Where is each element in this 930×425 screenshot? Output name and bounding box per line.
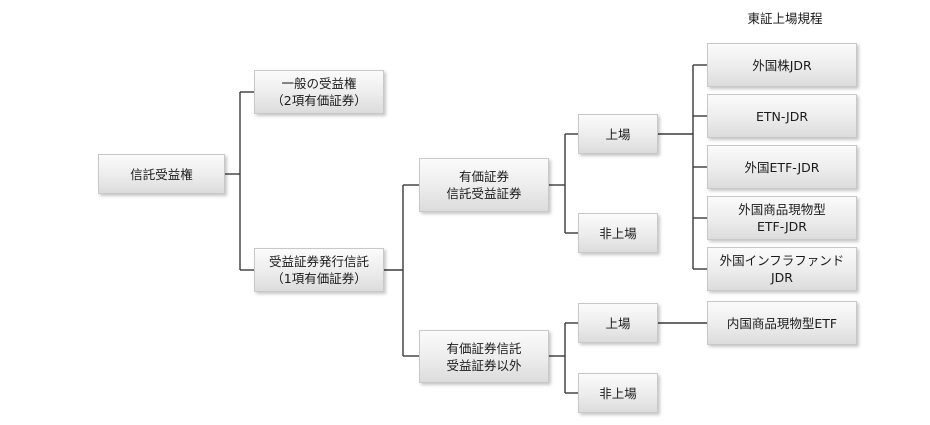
node-listed: 上場 bbox=[578, 114, 658, 154]
node-other-than-securities-trust: 有価証券信託 受益証券以外 bbox=[419, 330, 549, 383]
root-node-trust-beneficiary-rights: 信託受益権 bbox=[98, 154, 225, 194]
tse-listing-rules-header: 東証上場規程 bbox=[747, 11, 823, 26]
node-domestic-commodity-etf: 内国商品現物型ETF bbox=[707, 301, 857, 345]
node-foreign-etf-jdr: 外国ETF-JDR bbox=[707, 145, 857, 189]
node-listed: 上場 bbox=[578, 303, 658, 343]
node-unlisted: 非上場 bbox=[578, 213, 658, 253]
node-foreign-commodity-etf-jdr: 外国商品現物型 ETF-JDR bbox=[707, 196, 857, 240]
node-etn-jdr: ETN-JDR bbox=[707, 94, 857, 138]
node-foreign-infrastructure-fund-jdr: 外国インフラファンド JDR bbox=[707, 247, 857, 291]
node-foreign-stock-jdr: 外国株JDR bbox=[707, 43, 857, 87]
node-unlisted: 非上場 bbox=[578, 373, 658, 413]
node-general-beneficiary-rights: 一般の受益権 （2項有価証券） bbox=[254, 70, 384, 114]
node-beneficiary-certificate-issuing-trust: 受益証券発行信託 （1項有価証券） bbox=[254, 248, 384, 292]
node-securities-trust-beneficiary-certificates: 有価証券 信託受益証券 bbox=[419, 158, 549, 212]
